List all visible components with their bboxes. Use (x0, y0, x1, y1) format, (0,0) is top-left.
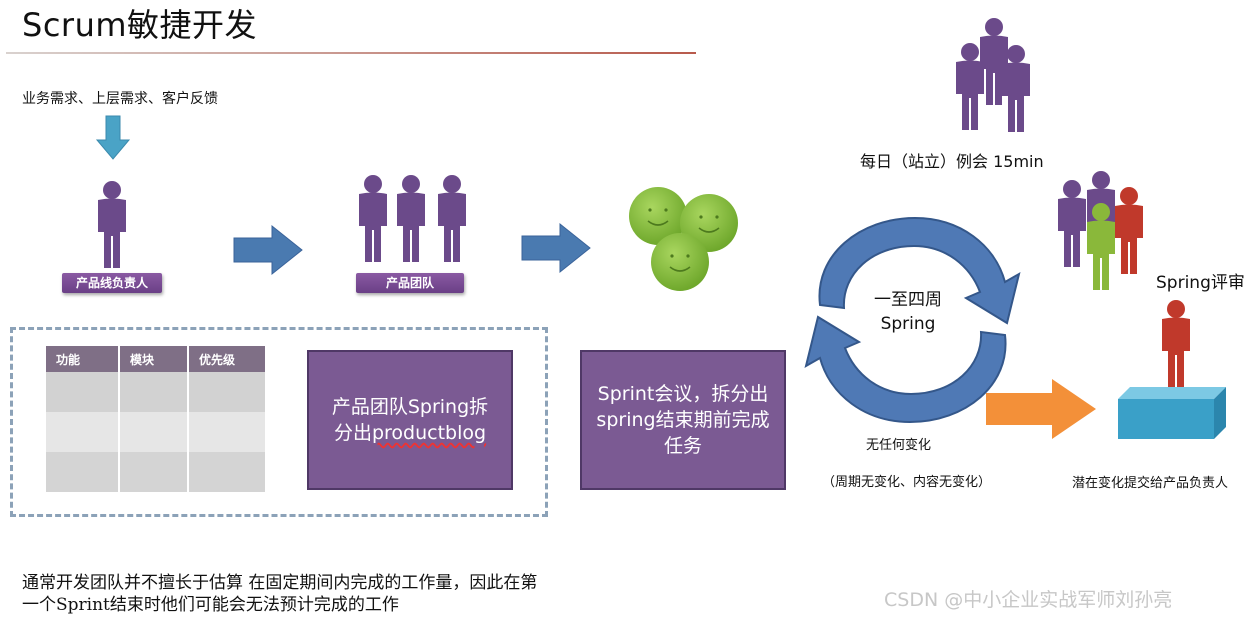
team-split-box: 产品团队Spring拆分出productblog (307, 350, 513, 490)
footnote-line-1: 通常开发团队并不擅长于估算 在固定期间内完成的工作量，因此在第 (22, 573, 538, 593)
backlog-container (10, 327, 548, 517)
table-cell (46, 412, 118, 452)
sprint-cycle-arrows-icon (804, 216, 1021, 424)
table-row (46, 412, 265, 452)
down-arrow-icon (95, 115, 131, 160)
submit-to-owner-label: 潜在变化提交给产品负责人 (1072, 476, 1229, 491)
spring-review-label: Spring评审 (1156, 273, 1245, 293)
right-arrow-icon (233, 224, 303, 276)
product-owner-tag: 产品线负责人 (62, 273, 162, 293)
backlog-table: 功能 模块 优先级 (44, 346, 267, 492)
table-cell (120, 452, 187, 492)
cycle-label: 一至四周 Spring (858, 288, 958, 336)
inputs-label: 业务需求、上层需求、客户反馈 (22, 91, 218, 107)
no-change-detail: （周期无变化、内容无变化） (822, 475, 992, 490)
column-header-priority: 优先级 (189, 346, 265, 372)
platform-icon (1118, 387, 1226, 439)
table-cell (120, 372, 187, 412)
table-cell (46, 452, 118, 492)
footnote: 通常开发团队并不擅长于估算 在固定期间内完成的工作量，因此在第 一个Sprint… (22, 572, 537, 616)
table-cell (46, 372, 118, 412)
column-header-module: 模块 (120, 346, 187, 372)
cycle-name: Spring (880, 314, 936, 334)
table-cell (189, 412, 265, 452)
right-arrow-icon (521, 222, 591, 274)
orange-right-arrow-icon (986, 379, 1096, 439)
sprint-meeting-box: Sprint会议，拆分出spring结束期前完成任务 (580, 350, 786, 490)
footnote-line-2: 一个Sprint结束时他们可能会无法预计完成的工作 (22, 595, 399, 615)
table-cell (120, 412, 187, 452)
product-owner-icon (98, 181, 126, 268)
team-split-text: 产品团队Spring拆分出 (331, 396, 489, 444)
table-row (46, 372, 265, 412)
cycle-duration: 一至四周 (874, 290, 942, 310)
no-change-label: 无任何变化 (866, 438, 932, 453)
product-team-tag: 产品团队 (356, 273, 464, 293)
table-cell (189, 452, 265, 492)
column-header-feature: 功能 (46, 346, 118, 372)
title-underline (6, 52, 696, 54)
daily-standup-label: 每日（站立）例会 15min (860, 152, 1044, 171)
table-cell (189, 372, 265, 412)
page-title: Scrum敏捷开发 (22, 6, 258, 44)
reviewer-icon (1162, 300, 1190, 387)
productblog-word: productblog (371, 422, 487, 444)
table-header-row: 功能 模块 优先级 (46, 346, 265, 372)
table-row (46, 452, 265, 492)
watermark: CSDN @中小企业实战军师刘孙亮 (884, 589, 1173, 611)
